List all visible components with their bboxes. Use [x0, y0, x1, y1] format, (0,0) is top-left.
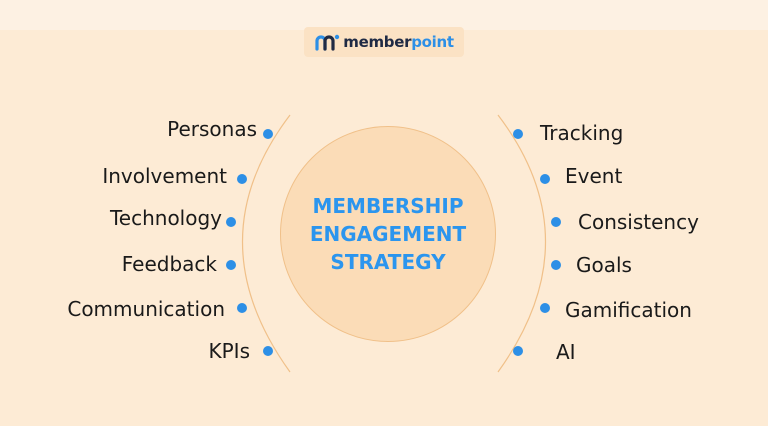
left-dot-kpis: [263, 346, 273, 356]
right-item-consistency: Consistency: [578, 210, 699, 234]
left-item-kpis: KPIs: [208, 339, 251, 363]
right-dot-event: [540, 174, 550, 184]
right-dot-gamification: [540, 303, 550, 313]
logo-text-point: point: [411, 33, 454, 51]
left-item-feedback: Feedback: [121, 252, 217, 276]
right-dot-ai: [513, 346, 523, 356]
right-arc: [497, 114, 547, 373]
left-item-personas: Personas: [167, 117, 257, 141]
center-title-line-2: ENGAGEMENT: [309, 222, 467, 246]
left-dot-personas: [263, 129, 273, 139]
right-item-tracking: Tracking: [540, 121, 624, 145]
left-dot-communication: [237, 303, 247, 313]
right-dot-goals: [551, 260, 561, 270]
right-item-ai: AI: [556, 340, 576, 364]
left-dot-feedback: [226, 260, 236, 270]
left-dot-technology: [226, 217, 236, 227]
right-item-event: Event: [565, 164, 623, 188]
right-dot-tracking: [513, 129, 523, 139]
m-letter-logo-icon: [315, 34, 340, 51]
left-item-technology: Technology: [109, 206, 222, 230]
memberpoint-logo: memberpoint: [304, 27, 464, 57]
left-arc: [241, 114, 291, 373]
right-item-goals: Goals: [576, 253, 632, 277]
top-band: [0, 0, 768, 30]
left-item-communication: Communication: [67, 297, 225, 321]
center-title-line-3: STRATEGY: [330, 250, 446, 274]
center-circle: MEMBERSHIP ENGAGEMENT STRATEGY: [280, 126, 496, 342]
left-item-involvement: Involvement: [102, 164, 227, 188]
logo-text-member: member: [343, 33, 412, 51]
left-dot-involvement: [237, 174, 247, 184]
right-item-gamification: Gamification: [565, 298, 692, 322]
center-title-line-1: MEMBERSHIP: [312, 194, 464, 218]
right-dot-consistency: [551, 217, 561, 227]
